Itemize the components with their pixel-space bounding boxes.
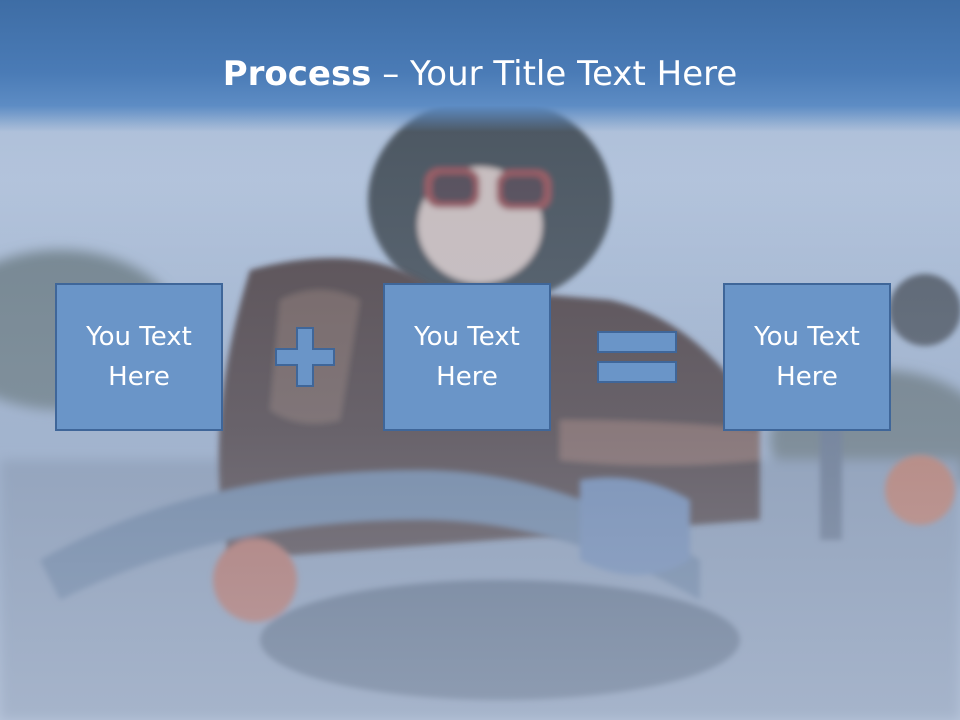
slide-title: Process – Your Title Text Here <box>0 52 960 96</box>
process-box-1: You Text Here <box>55 283 223 431</box>
title-band <box>0 0 960 132</box>
process-box-2: You Text Here <box>383 283 551 431</box>
box-text-line1: You Text <box>414 322 520 352</box>
box-text-line2: Here <box>776 362 838 392</box>
process-box-3: You Text Here <box>723 283 891 431</box>
plus-icon <box>275 327 335 387</box>
equals-icon <box>597 331 677 383</box>
title-bold: Process <box>222 54 372 94</box>
box-text-line1: You Text <box>86 322 192 352</box>
box-text-line2: Here <box>108 362 170 392</box>
box-text-line1: You Text <box>754 322 860 352</box>
box-text-line2: Here <box>436 362 498 392</box>
title-rest: – Your Title Text Here <box>371 54 738 94</box>
